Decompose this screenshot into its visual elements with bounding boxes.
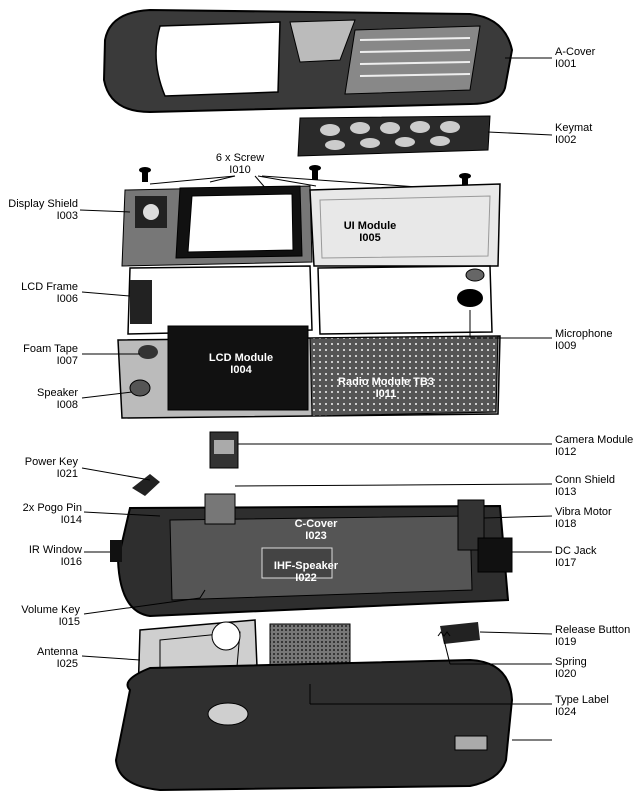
label-c-cover: C-Cover I023 [276,518,356,542]
part-code: I021 [56,468,78,480]
label-ir-window: IR Window I016 [29,544,82,568]
label-keymat: Keymat I002 [555,122,592,146]
part-name: Microphone [555,328,613,340]
part-code: I005 [359,232,381,244]
display-window-part [175,185,303,259]
label-spring: Spring I020 [555,656,587,680]
part-code: I024 [555,706,577,718]
part-name: IHF-Speaker [273,560,339,572]
part-name: Type Label [555,694,609,706]
a-cover-part [102,8,514,114]
label-radio-module: Radio Module TB3 I011 [326,376,446,400]
part-code: I002 [555,134,577,146]
label-speaker: Speaker I008 [37,387,78,411]
label-dc-jack: DC Jack I017 [555,545,597,569]
part-name: Vibra Motor [555,506,612,518]
part-name: Speaker [37,387,78,399]
part-name: Keymat [555,122,593,134]
part-code: I018 [555,518,577,530]
part-code: I017 [555,557,577,569]
part-name: LCD Module [208,352,274,364]
part-code: I013 [555,486,577,498]
label-pogo-pin: 2x Pogo Pin I014 [23,502,82,526]
label-volume-key: Volume Key I015 [21,604,80,628]
part-code: I015 [58,616,80,628]
part-code: I003 [56,210,78,222]
part-code: I006 [56,293,78,305]
part-name: Power Key [24,456,78,468]
part-name: Radio Module TB3 [338,376,434,388]
speaker-part [129,379,151,397]
part-code: I023 [305,530,327,542]
part-code: I020 [555,668,577,680]
ui-module-part [309,183,501,267]
microphone-part [457,268,485,307]
part-name: Volume Key [21,604,80,616]
power-key-part [132,474,160,496]
part-code: I019 [555,636,577,648]
label-lcd-frame: LCD Frame I006 [21,281,78,305]
part-code: I011 [375,388,397,400]
label-antenna: Antenna I025 [37,646,78,670]
label-power-key: Power Key I021 [25,456,78,480]
part-name: 6 x Screw [215,152,265,164]
keymat-part [297,115,491,157]
part-name: Camera Module [555,434,634,446]
part-code: I007 [56,355,78,367]
label-screws: 6 x Screw I010 [205,152,275,176]
lcd-module-part [167,325,309,411]
label-foam-tape: Foam Tape I007 [23,343,78,367]
part-code: I009 [555,340,577,352]
part-code: I014 [60,514,82,526]
release-button-part [440,622,480,644]
label-a-cover: A-Cover I001 [555,46,595,70]
part-name: DC Jack [555,545,597,557]
part-code: I016 [60,556,82,568]
part-code: I001 [555,58,577,70]
b-cover-part [114,658,514,792]
part-code: I004 [230,364,252,376]
part-name: UI Module [343,220,397,232]
label-microphone: Microphone I009 [555,328,612,352]
label-ihf-speaker: IHF-Speaker I022 [264,560,348,584]
part-name: C-Cover [294,518,338,530]
c-cover-part [110,493,513,618]
part-name: A-Cover [555,46,596,58]
spring-part [437,631,451,637]
part-name: Display Shield [8,198,78,210]
lcd-frame-part [127,265,493,335]
part-name: Spring [555,656,587,668]
part-name: Antenna [37,646,78,658]
label-type-label: Type Label I024 [555,694,609,718]
part-name: LCD Frame [21,281,78,293]
foam-tape-part [138,345,158,359]
part-code: I010 [229,164,251,176]
part-name: IR Window [28,544,82,556]
part-code: I012 [555,446,577,458]
label-camera-module: Camera Module I012 [555,434,633,458]
part-name: Release Button [555,624,631,636]
label-ui-module: UI Module I005 [328,220,412,244]
label-display-shield: Display Shield I003 [8,198,78,222]
label-vibra-motor: Vibra Motor I018 [555,506,612,530]
part-name: Foam Tape [23,343,78,355]
part-code: I022 [295,572,317,584]
label-lcd-module: LCD Module I004 [196,352,286,376]
label-release-button: Release Button I019 [555,624,630,648]
leader-lines [79,57,553,741]
part-code: I008 [56,399,78,411]
label-conn-shield: Conn Shield I013 [555,474,615,498]
part-code: I025 [56,658,78,670]
part-name: Conn Shield [555,474,615,486]
camera-module-part [209,431,239,469]
part-name: 2x Pogo Pin [22,502,82,514]
